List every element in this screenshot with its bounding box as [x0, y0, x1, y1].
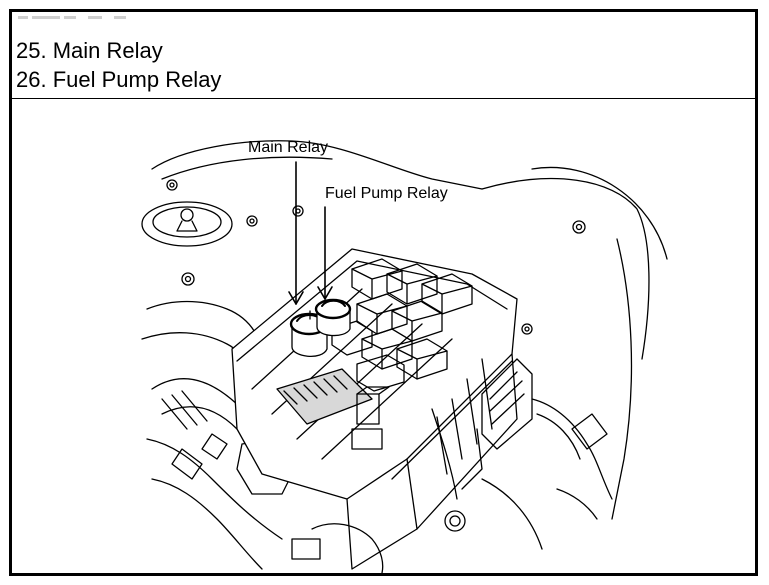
- lower-components: [291, 408, 543, 573]
- label-fuel-pump-relay: Fuel Pump Relay: [325, 185, 448, 202]
- relays: [331, 258, 473, 392]
- caption-header: 25. Main Relay 26. Fuel Pump Relay: [12, 12, 755, 99]
- fuse-row: [276, 368, 390, 450]
- fender-outline: [151, 140, 668, 520]
- faded-heading-mark: [18, 16, 126, 19]
- caption-main-relay: 25. Main Relay: [16, 38, 163, 63]
- highlighted-relays: [289, 298, 352, 357]
- engine-bay-illustration: Main Relay Fuel Pump Relay: [12, 99, 755, 573]
- label-main-relay: Main Relay: [248, 139, 328, 156]
- callout-leaders: [288, 161, 333, 305]
- mounting-bolts: [181, 205, 586, 532]
- diagram-frame: 25. Main Relay 26. Fuel Pump Relay: [9, 9, 758, 576]
- side-connector: [481, 358, 613, 520]
- relay-box-drawing: Main Relay Fuel Pump Relay: [141, 139, 668, 573]
- strut-mount: [141, 179, 233, 247]
- relay-box: [231, 248, 518, 570]
- caption-fuel-pump-relay: 26. Fuel Pump Relay: [16, 67, 222, 92]
